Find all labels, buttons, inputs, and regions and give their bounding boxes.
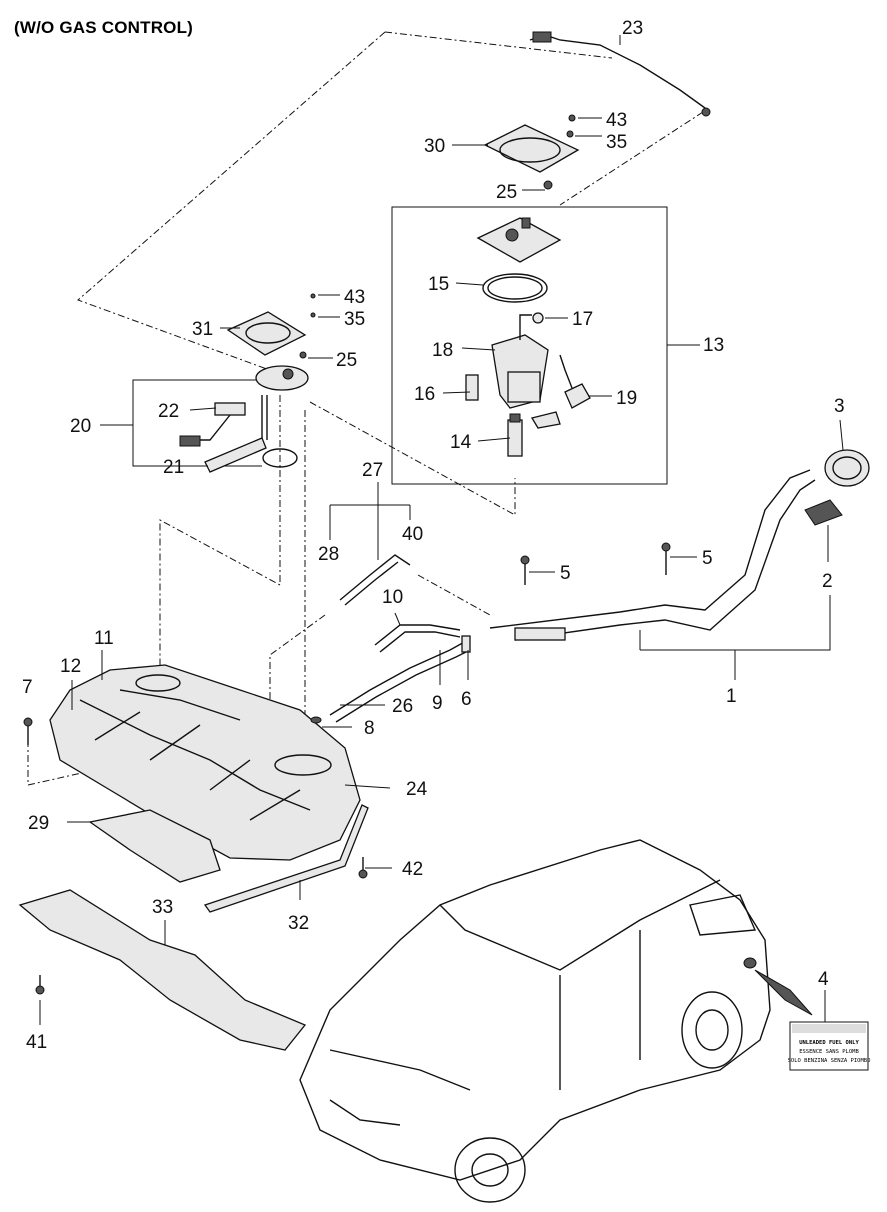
diagram-title: (W/O GAS CONTROL) [14, 18, 194, 37]
sensor-wire-assembly [529, 31, 711, 117]
callout-11: 11 [94, 628, 114, 649]
tank-strap [203, 804, 369, 913]
callout-4: 4 [818, 969, 829, 990]
callout-12: 12 [60, 656, 81, 677]
callout-32: 32 [288, 913, 309, 934]
fuel-sender-unit [530, 354, 591, 429]
callout-30: 30 [424, 136, 445, 157]
callout-24: 24 [406, 779, 428, 800]
callout-5-right: 5 [702, 548, 713, 569]
callout-9: 9 [432, 693, 443, 714]
callout-40: 40 [402, 524, 423, 545]
filler-cap [824, 449, 870, 487]
unleaded-fuel-label: UNLEADED FUEL ONLY ESSENCE SANS PLOMB SO… [788, 1021, 871, 1071]
bolts [23, 114, 671, 995]
fuel-label-line-1: UNLEADED FUEL ONLY [799, 1040, 859, 1046]
callout-13: 13 [703, 335, 724, 356]
hose-clamp [310, 716, 322, 724]
callout-19: 19 [616, 388, 637, 409]
callout-25-top: 25 [496, 182, 517, 203]
callout-35-top: 35 [606, 132, 627, 153]
callout-numbers: 23 43 35 30 25 15 17 13 18 16 19 14 43 3… [22, 18, 845, 1053]
callout-42: 42 [402, 859, 423, 880]
pump-cover-plate [483, 124, 580, 173]
callout-43-left: 43 [344, 287, 365, 308]
callout-22: 22 [158, 401, 179, 422]
callout-17: 17 [572, 309, 593, 330]
callout-41: 41 [26, 1032, 47, 1053]
callout-27: 27 [362, 460, 383, 481]
callout-16: 16 [414, 384, 435, 405]
fuel-pump-body [491, 312, 549, 409]
callout-7: 7 [22, 677, 33, 698]
fuel-label-line-3: SOLO BENZINA SENZA PIOMBO [788, 1058, 871, 1064]
callout-31: 31 [192, 319, 213, 340]
callout-8: 8 [364, 718, 375, 739]
fuel-pump-flange [476, 217, 562, 263]
callout-20: 20 [70, 416, 91, 437]
callout-25-left: 25 [336, 350, 357, 371]
underbody-heat-shield [18, 889, 307, 1051]
left-sender-unit [179, 402, 246, 447]
callout-leaders [39, 35, 844, 1025]
pressure-regulator [465, 374, 479, 401]
callout-2: 2 [822, 571, 833, 592]
fuel-tank [49, 664, 361, 861]
callout-18: 18 [432, 340, 453, 361]
breather-hose [374, 624, 461, 653]
fuel-pump-motor [507, 413, 523, 457]
callout-6: 6 [461, 689, 472, 710]
dashed-connection-lines [27, 31, 704, 786]
vehicle-silhouette [299, 839, 813, 1203]
left-flange [255, 365, 309, 440]
callout-10: 10 [382, 587, 403, 608]
callout-35-left: 35 [344, 309, 365, 330]
callout-43-top: 43 [606, 110, 627, 131]
callout-3: 3 [834, 396, 845, 417]
callout-26: 26 [392, 696, 413, 717]
callout-29: 29 [28, 813, 49, 834]
callout-28: 28 [318, 544, 339, 565]
left-cover-plate [226, 311, 307, 356]
callout-5-mid: 5 [560, 563, 571, 584]
vent-hose [339, 554, 411, 606]
filler-housing [804, 499, 843, 526]
callout-21: 21 [163, 457, 184, 478]
tank-heat-shield [88, 809, 221, 883]
callout-14: 14 [450, 432, 472, 453]
fuel-label-line-2: ESSENCE SANS PLOMB [799, 1049, 859, 1055]
callout-1: 1 [726, 686, 737, 707]
callout-15: 15 [428, 274, 449, 295]
callout-23: 23 [622, 18, 643, 39]
pump-gasket-ring [482, 273, 548, 303]
filler-neck-pipe [489, 469, 816, 641]
callout-33: 33 [152, 897, 173, 918]
left-bracket [204, 437, 298, 473]
